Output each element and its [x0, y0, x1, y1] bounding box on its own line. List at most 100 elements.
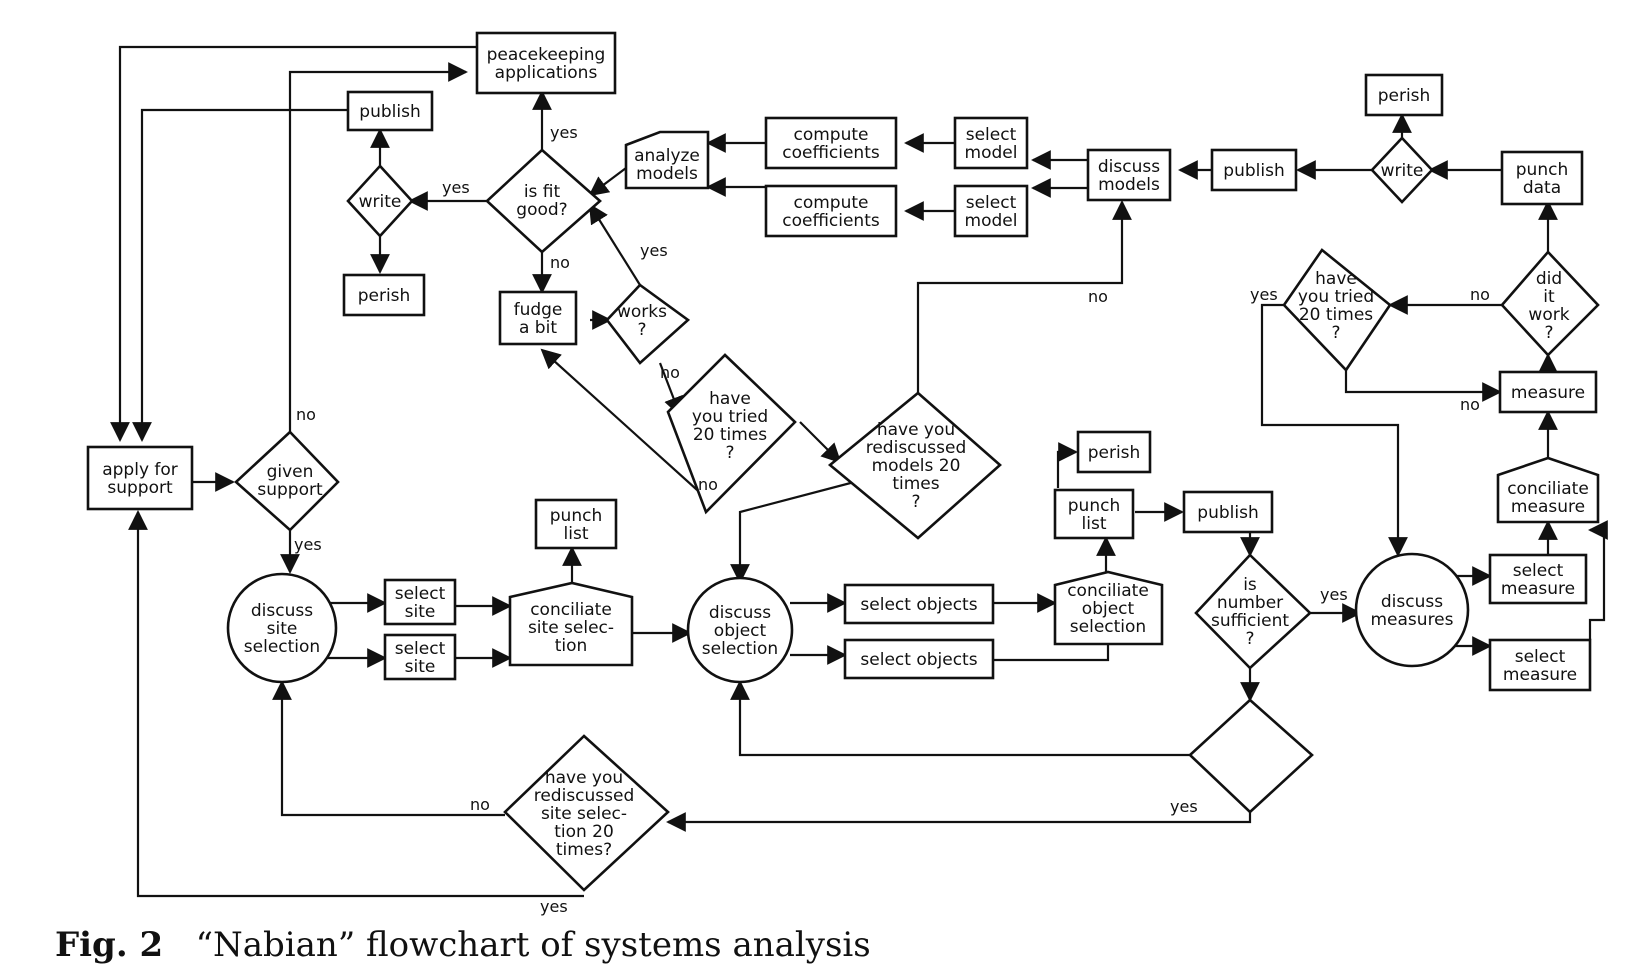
label-did-it-work-line-0: did — [1536, 269, 1562, 289]
node-discuss-object — [686, 576, 794, 684]
label-is-fit-good-line-0: is fit — [524, 182, 561, 202]
label-perish-mid-line-0: perish — [1088, 443, 1141, 463]
node-compute2 — [764, 184, 898, 238]
node-measure — [1498, 370, 1598, 414]
edge-obj2-co — [993, 644, 1110, 662]
label-discuss-models-line-0: discuss — [1098, 157, 1160, 177]
label-publish-top-line-0: publish — [359, 102, 420, 122]
label-discuss-object-line-2: selection — [702, 639, 778, 659]
label-conciliate-object-line-2: selection — [1070, 617, 1146, 637]
node-select-measure1 — [1488, 553, 1588, 605]
node-labels: peacekeepingapplicationspublishwriteperi… — [102, 45, 1589, 860]
node-tried20-right — [1282, 248, 1392, 373]
label-select-model2-line-1: model — [965, 211, 1018, 231]
label-discuss-object-line-0: discuss — [709, 603, 771, 623]
label-apply-support-line-0: apply for — [102, 460, 178, 480]
node-select-model1 — [953, 116, 1029, 170]
label-punch-list-left-line-0: punch — [550, 506, 602, 526]
edge-label-no-measure: no — [1460, 395, 1480, 414]
node-apply-support — [86, 445, 194, 511]
label-perish-right-line-0: perish — [1378, 86, 1431, 106]
label-discuss-object-line-1: object — [714, 621, 767, 641]
edge-given-no-peacekeeping — [288, 62, 468, 432]
label-tried20-mid-line-1: you tried — [692, 407, 768, 427]
label-is-number-sufficient-line-0: is — [1243, 575, 1257, 595]
label-select-measure1-line-0: select — [1513, 561, 1564, 581]
node-write-right — [1370, 136, 1434, 204]
label-discuss-site-line-2: selection — [244, 637, 320, 657]
label-conciliate-measure-line-0: conciliate — [1507, 479, 1589, 499]
label-punch-list-right-line-1: list — [1082, 514, 1107, 534]
label-tried20-right-line-0: have — [1315, 269, 1357, 289]
node-punch-list-right — [1053, 488, 1135, 540]
figure-title: “Nabian” flowchart of systems analysis — [195, 925, 871, 965]
label-peacekeeping-line-1: applications — [495, 63, 598, 83]
node-is-fit-good — [485, 148, 602, 254]
node-publish-mid — [1182, 490, 1274, 534]
label-compute1-line-1: coefficients — [782, 143, 880, 163]
label-is-fit-good-line-1: good? — [516, 200, 567, 220]
label-compute2-line-1: coefficients — [782, 211, 880, 231]
node-select-site1 — [383, 578, 457, 626]
edge-site-no — [272, 680, 505, 817]
label-rediscussed-site-line-1: rediscussed — [534, 786, 635, 806]
edge-rm-models — [916, 200, 1132, 393]
edge-label-no-site: no — [470, 795, 490, 814]
label-punch-list-right-line-0: punch — [1068, 496, 1120, 516]
label-works-line-1: ? — [637, 320, 646, 340]
label-works-line-0: works — [617, 302, 667, 322]
node-publish-right — [1210, 148, 1298, 192]
label-tried20-right-line-1: you tried — [1298, 287, 1374, 307]
node-conciliate-object — [1053, 570, 1164, 646]
label-discuss-measures-line-1: measures — [1371, 610, 1454, 630]
edge-sm2-cm — [1588, 520, 1608, 640]
node-rediscussed-models — [827, 391, 1002, 540]
label-is-number-sufficient-line-2: sufficient — [1211, 611, 1289, 631]
node-tried20-mid — [666, 353, 797, 515]
label-rediscussed-site-line-3: tion 20 — [554, 822, 614, 842]
node-discuss-site — [226, 572, 338, 684]
label-is-number-sufficient-line-3: ? — [1245, 629, 1254, 649]
label-analyze-line-1: models — [636, 164, 698, 184]
edge-diamond-site — [666, 810, 1252, 832]
node-publish-top — [346, 90, 434, 132]
edge-label-yes-number: yes — [1320, 585, 1348, 604]
label-conciliate-object-line-0: conciliate — [1067, 581, 1149, 601]
edge-punch-perish — [1056, 442, 1078, 488]
label-rediscussed-site-line-0: have you — [545, 768, 623, 788]
node-perish-mid — [1076, 430, 1152, 474]
label-conciliate-measure-line-1: measure — [1511, 497, 1585, 517]
node-compute1 — [764, 116, 898, 170]
label-measure-line-0: measure — [1511, 383, 1585, 403]
label-fudge-line-1: a bit — [519, 318, 557, 338]
label-analyze-line-0: analyze — [634, 146, 700, 166]
label-peacekeeping-line-0: peacekeeping — [487, 45, 606, 65]
edge-peacekeeping-apply — [110, 45, 477, 442]
edge-labels: yes yes no yes no no no no yes yes no no… — [294, 123, 1490, 916]
edge-label-yes-bottom: yes — [1170, 797, 1198, 816]
node-select-measure2 — [1488, 638, 1592, 692]
label-did-it-work-line-3: ? — [1544, 323, 1553, 343]
node-perish-right — [1364, 73, 1444, 117]
label-rediscussed-site-line-4: times? — [556, 840, 612, 860]
label-rediscussed-models-line-2: models 20 — [872, 456, 961, 476]
connectors — [110, 45, 1608, 898]
edge-label-yes-write: yes — [442, 178, 470, 197]
label-select-model2-line-0: select — [966, 193, 1017, 213]
label-tried20-right-line-2: 20 times — [1299, 305, 1373, 325]
node-punch-list-left — [534, 498, 618, 550]
label-tried20-right-line-3: ? — [1331, 323, 1340, 343]
edge-site-yes — [128, 510, 584, 898]
label-rediscussed-models-line-1: rediscussed — [866, 438, 967, 458]
edge-rm-object — [730, 478, 863, 584]
node-is-number-sufficient — [1194, 553, 1312, 670]
label-select-site1-line-1: site — [405, 602, 436, 622]
edge-label-yes-tried-right: yes — [1250, 285, 1278, 304]
figure-number: Fig. 2 — [55, 925, 164, 965]
label-select-measure1-line-1: measure — [1501, 579, 1575, 599]
figure-caption: Fig. 2 “Nabian” flowchart of systems ana… — [55, 925, 871, 965]
label-discuss-site-line-1: site — [267, 619, 298, 639]
label-apply-support-line-1: support — [107, 478, 173, 498]
node-analyze — [624, 130, 710, 190]
